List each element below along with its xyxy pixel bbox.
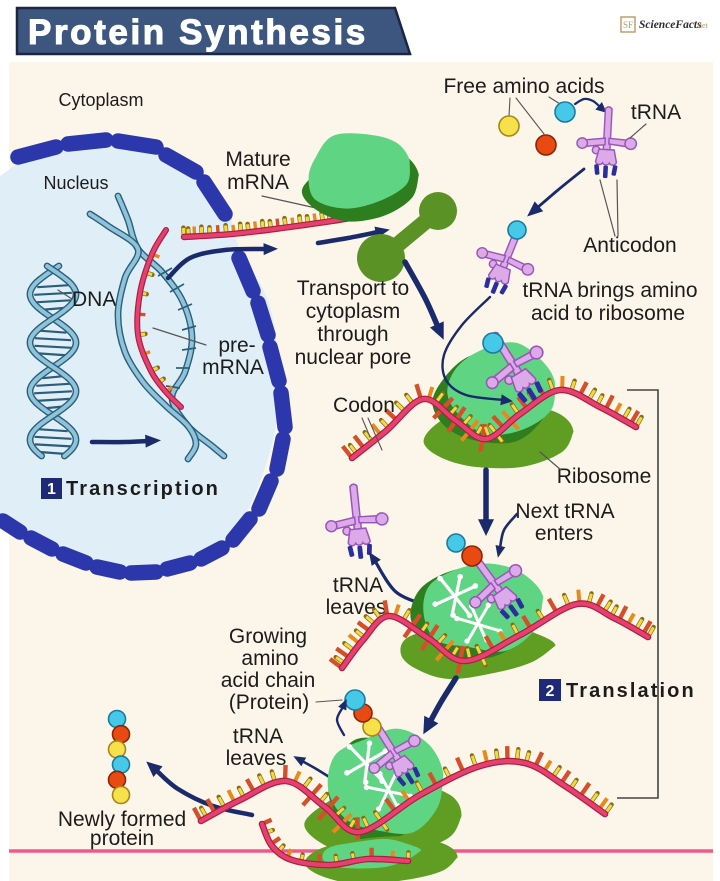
svg-text:tRNA: tRNA bbox=[233, 725, 283, 748]
svg-text:Free amino acids: Free amino acids bbox=[443, 75, 604, 98]
svg-text:Transport to: Transport to bbox=[297, 277, 409, 300]
svg-text:mRNA: mRNA bbox=[202, 356, 264, 379]
svg-text:1: 1 bbox=[47, 481, 56, 498]
svg-text:.net: .net bbox=[696, 21, 709, 30]
svg-text:Newly formed: Newly formed bbox=[58, 808, 186, 831]
svg-text:leaves: leaves bbox=[326, 596, 387, 619]
svg-text:leaves: leaves bbox=[226, 747, 287, 770]
svg-text:Codon: Codon bbox=[333, 394, 395, 417]
svg-text:tRNA: tRNA bbox=[631, 101, 681, 124]
svg-text:acid to ribosome: acid to ribosome bbox=[531, 302, 685, 325]
svg-text:Nucleus: Nucleus bbox=[43, 173, 108, 193]
svg-text:Protein Synthesis: Protein Synthesis bbox=[28, 13, 368, 52]
svg-text:cytoplasm: cytoplasm bbox=[306, 300, 401, 323]
svg-text:(Protein): (Protein) bbox=[229, 691, 310, 714]
svg-text:through: through bbox=[317, 323, 388, 346]
svg-text:Transcription: Transcription bbox=[66, 478, 220, 500]
svg-text:amino: amino bbox=[241, 647, 298, 670]
svg-text:Anticodon: Anticodon bbox=[583, 234, 676, 257]
svg-text:Ribosome: Ribosome bbox=[557, 465, 652, 488]
svg-text:tRNA: tRNA bbox=[333, 574, 383, 597]
svg-text:pre-: pre- bbox=[218, 334, 255, 357]
svg-text:ScienceFacts: ScienceFacts bbox=[639, 19, 702, 31]
svg-text:SF: SF bbox=[623, 20, 633, 30]
svg-text:Growing: Growing bbox=[229, 625, 307, 648]
svg-text:DNA: DNA bbox=[72, 288, 116, 311]
svg-text:acid chain: acid chain bbox=[221, 669, 316, 692]
svg-text:Next tRNA: Next tRNA bbox=[515, 500, 614, 523]
svg-text:tRNA brings amino: tRNA brings amino bbox=[522, 279, 697, 302]
svg-text:enters: enters bbox=[535, 522, 593, 545]
svg-text:mRNA: mRNA bbox=[227, 171, 289, 194]
svg-text:Cytoplasm: Cytoplasm bbox=[58, 90, 143, 110]
svg-text:2: 2 bbox=[546, 683, 555, 700]
svg-text:Translation: Translation bbox=[566, 680, 696, 702]
svg-text:Mature: Mature bbox=[225, 148, 290, 171]
svg-text:nuclear pore: nuclear pore bbox=[295, 346, 412, 369]
svg-text:protein: protein bbox=[90, 827, 154, 850]
